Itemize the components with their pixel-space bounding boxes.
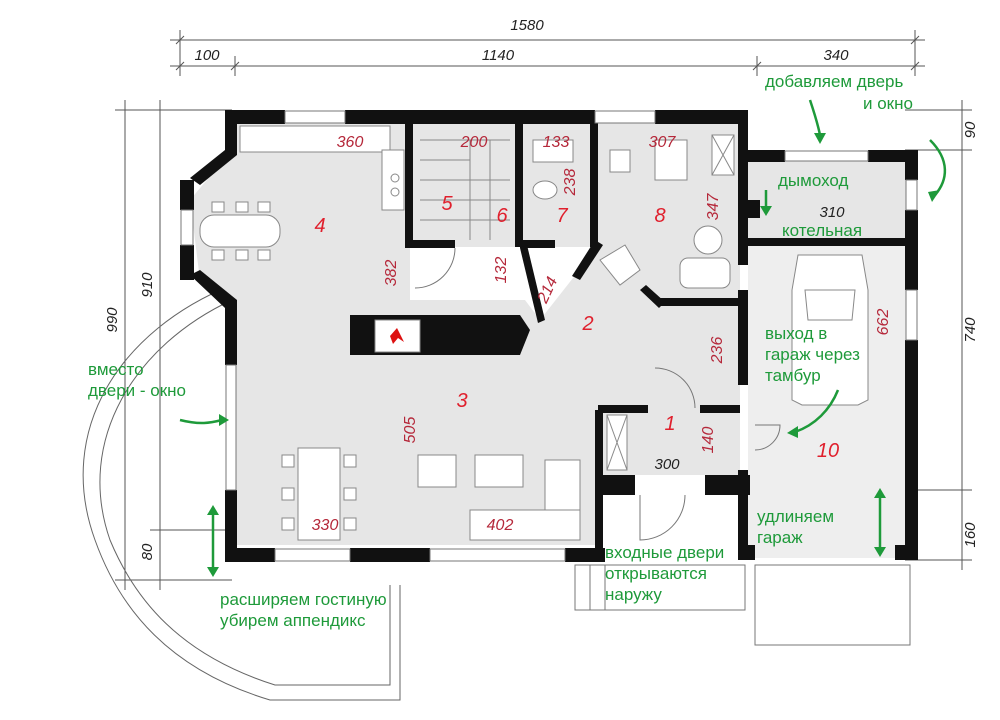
room-dim-382: 382	[383, 260, 400, 287]
room-dim-200: 200	[460, 134, 488, 151]
left-dimension-lines	[115, 100, 232, 590]
room-dim-505: 505	[402, 417, 419, 444]
room-dim-347: 347	[705, 193, 722, 221]
car-outline	[791, 254, 869, 406]
note-widen-living-line1: расширяем гостиную	[220, 590, 387, 609]
note-chimney: дымоход	[778, 171, 848, 190]
note-garage-exit-line1: выход в	[765, 324, 827, 343]
room-dim-238: 238	[562, 169, 579, 197]
room-dim-662: 662	[875, 309, 892, 336]
kitchen-counter	[239, 125, 405, 211]
note-entrance-doors-line1: входные двери	[605, 543, 724, 562]
dim-left-bottom: 80	[139, 543, 156, 560]
room-dim-310: 310	[819, 204, 845, 221]
dim-right-top: 90	[962, 121, 979, 138]
room-dim-140: 140	[700, 427, 717, 454]
room-dim-236: 236	[709, 337, 726, 365]
annotation-arrows	[179, 99, 947, 570]
note-entrance-doors-line3: наружу	[605, 585, 662, 604]
room-number-8: 8	[654, 205, 665, 227]
dim-left-outer: 990	[104, 307, 121, 333]
room-number-10: 10	[817, 440, 839, 462]
note-extend-garage-line2: гараж	[757, 528, 803, 547]
terrace-outline	[82, 284, 401, 701]
arrowheads	[207, 133, 940, 577]
dim-left-inner: 910	[139, 272, 156, 298]
note-garage-exit-line2: гараж через	[765, 345, 860, 364]
staircase	[420, 139, 510, 240]
dim-top-total: 1580	[510, 17, 544, 34]
dim-top-left: 100	[194, 47, 220, 64]
note-window-line1: вместо	[88, 360, 144, 379]
room-number-3: 3	[456, 390, 467, 412]
room-dim-330: 330	[312, 517, 339, 534]
room-dim-402: 402	[487, 517, 514, 534]
entrance-steps	[574, 564, 911, 646]
dining-table-kitchen	[199, 201, 281, 261]
room-number-7: 7	[556, 205, 568, 227]
windows	[180, 110, 918, 562]
dim-top-right: 340	[823, 47, 849, 64]
room-number-6: 6	[496, 205, 508, 227]
note-entrance-doors-line2: открываются	[605, 564, 707, 583]
room-number-4: 4	[314, 215, 325, 237]
note-add-door-line2: и окно	[863, 94, 913, 113]
room-dim-300: 300	[654, 456, 680, 473]
dim-top-mid: 1140	[482, 47, 515, 64]
note-add-door-line1: добавляем дверь	[765, 72, 903, 91]
dim-right-bottom: 160	[962, 522, 979, 548]
room-dim-360: 360	[337, 134, 364, 151]
sofa-group	[417, 454, 581, 541]
room-dim-307: 307	[649, 134, 677, 151]
doors	[414, 244, 781, 541]
top-dimension-lines	[170, 30, 925, 76]
note-garage-exit-line3: тамбур	[765, 366, 821, 385]
fire-icon	[390, 328, 404, 344]
bathroom-fixtures	[532, 134, 735, 471]
dining-table-living	[281, 447, 357, 541]
room-number-5: 5	[441, 193, 453, 215]
room-dim-133: 133	[543, 134, 570, 151]
room-dim-132: 132	[493, 257, 510, 284]
room-number-2: 2	[581, 313, 593, 335]
note-widen-living-line2: убирем аппендикс	[220, 611, 366, 630]
note-extend-garage-line1: удлиняем	[757, 507, 834, 526]
room-number-1: 1	[664, 413, 675, 435]
dim-right-mid: 740	[962, 317, 979, 343]
note-boiler-room: котельная	[782, 221, 862, 240]
note-window-line2: двери - окно	[88, 381, 186, 400]
